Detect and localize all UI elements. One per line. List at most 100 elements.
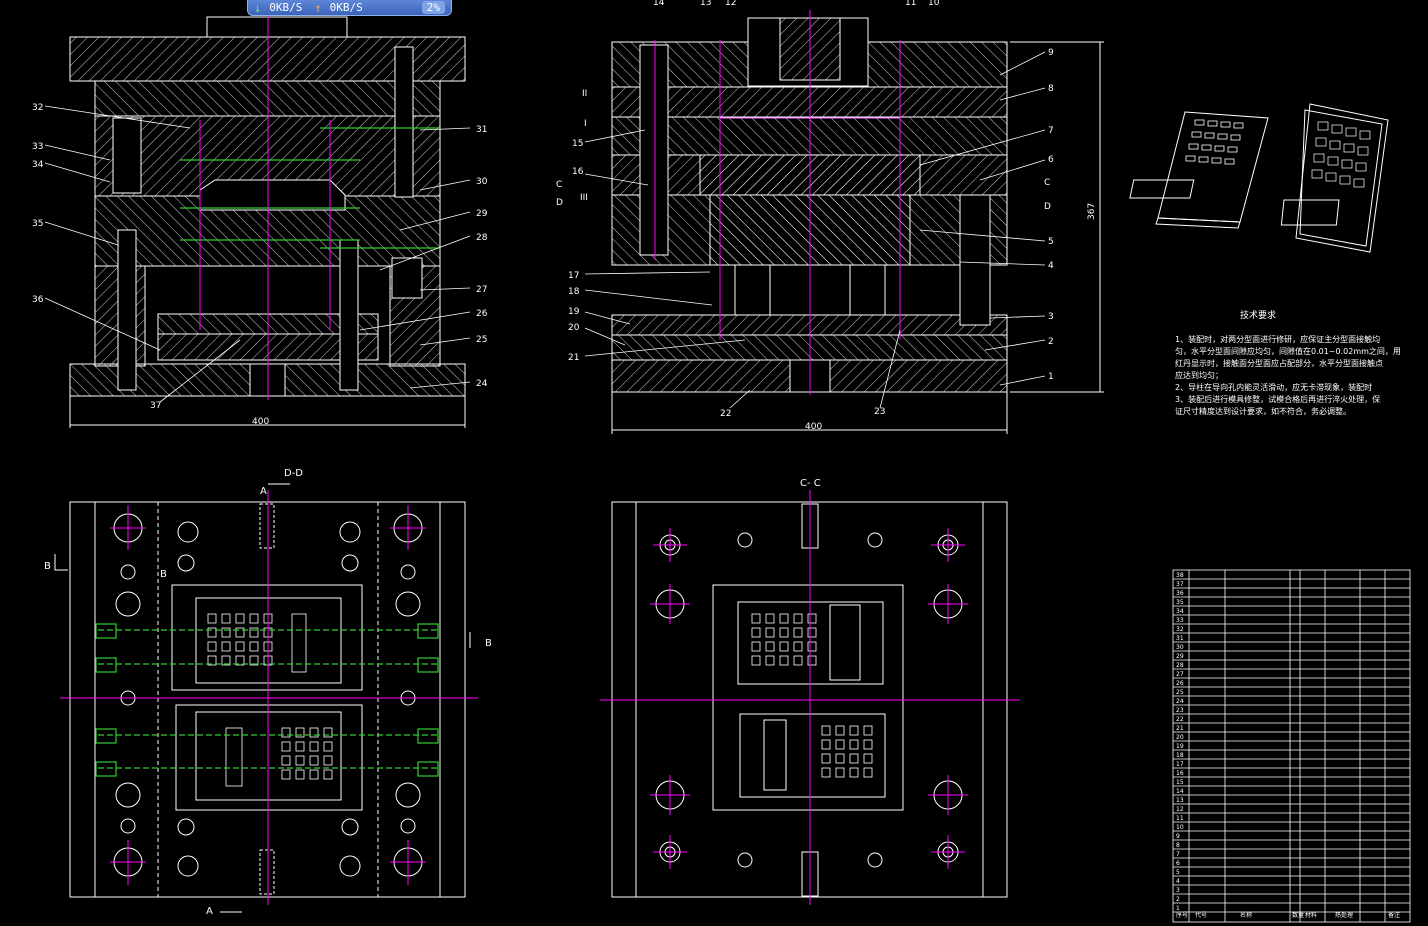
label-29: 29 (476, 209, 488, 219)
bom-row-number: 7 (1176, 851, 1180, 858)
bom-row-number: 35 (1176, 599, 1184, 606)
label-36: 36 (32, 295, 44, 305)
bom-row-number: 10 (1176, 824, 1184, 831)
tech-line-1: 1、装配时，对两分型面进行修研，应保证主分型面接触均 (1175, 334, 1380, 344)
bom-footer-cell: 热处理 (1335, 911, 1353, 919)
cpu-percent: 2% (421, 1, 445, 14)
marker-roman-3: III (580, 193, 588, 203)
bom-row-number: 5 (1176, 869, 1180, 876)
bom-row-number: 13 (1176, 797, 1184, 804)
bom-table: 3837363534333231302928272625242322212019… (1172, 569, 1411, 923)
cooling-lines-dd (95, 623, 439, 777)
section-label-dd: D-D (284, 468, 303, 479)
marker-b-inner: B (160, 569, 167, 580)
markers-dd: D-D A A B B B (44, 468, 492, 917)
bom-row-number: 32 (1176, 626, 1184, 633)
centerlines-cc (600, 490, 1020, 905)
bom-row-number: 19 (1176, 743, 1184, 750)
label-14: 14 (653, 0, 665, 8)
label-31: 31 (476, 125, 487, 135)
bom-row-number: 1 (1176, 905, 1180, 912)
tech-line-7: 证尺寸精度达到设计要求，如不符合，务必调整。 (1175, 406, 1351, 416)
marker-d-right: D (1044, 202, 1051, 212)
label-12: 12 (725, 0, 736, 8)
bom-row-number: 22 (1176, 716, 1184, 723)
network-speed-widget[interactable]: ↓ 0KB/S ↑ 0KB/S 2% (247, 0, 452, 16)
label-37: 37 (150, 401, 161, 411)
bom-row-number: 28 (1176, 662, 1184, 669)
marker-a-bottom: A (206, 906, 213, 917)
section-view-right (611, 17, 1104, 434)
bom-row-number: 12 (1176, 806, 1184, 813)
label-32: 32 (32, 103, 43, 113)
product-isometric-front (1129, 111, 1269, 229)
download-speed: 0KB/S (269, 1, 303, 14)
label-34: 34 (32, 160, 44, 170)
bom-row-number: 23 (1176, 707, 1184, 714)
bom-footer-cell: 序号 (1176, 911, 1188, 919)
label-7: 7 (1048, 126, 1054, 136)
section-label-cc: C- C (800, 478, 821, 489)
label-21: 21 (568, 353, 579, 363)
bom-row-number: 8 (1176, 842, 1180, 849)
tech-title: 技术要求 (1240, 309, 1276, 321)
bom-row-number: 34 (1176, 608, 1184, 615)
tech-requirements: 技术要求 1、装配时，对两分型面进行修研，应保证主分型面接触均 匀，水平分型面间… (1175, 309, 1401, 416)
marker-d-left: D (556, 198, 563, 208)
bom-row-number: 21 (1176, 725, 1184, 732)
label-30: 30 (476, 177, 488, 187)
bom-row-number: 4 (1176, 878, 1180, 885)
bom-footer-cell: 代号 (1195, 911, 1207, 919)
label-1: 1 (1048, 372, 1054, 382)
label-11: 11 (905, 0, 916, 8)
marker-roman-1: I (584, 119, 587, 129)
label-15: 15 (572, 139, 583, 149)
bom-row-number: 2 (1176, 896, 1180, 903)
marker-b-left: B (44, 561, 51, 572)
label-27: 27 (476, 285, 487, 295)
tech-line-6: 3、装配后进行模具修整，试模合格后再进行淬火处理，保 (1175, 394, 1380, 404)
arrow-down-icon: ↓ (254, 0, 262, 15)
plan-view-dd (69, 501, 466, 898)
bom-row-number: 9 (1176, 833, 1180, 840)
centerlines-right (654, 10, 901, 395)
bom-row-number: 20 (1176, 734, 1184, 741)
bom-row-number: 15 (1176, 779, 1184, 786)
label-13: 13 (700, 0, 711, 8)
marker-a-top: A (260, 486, 267, 497)
bom-row-number: 17 (1176, 761, 1184, 768)
tech-line-3: 红丹显示时，接触面分型面应占配部分，水平分型面接触点 (1175, 358, 1383, 368)
label-22: 22 (720, 409, 731, 419)
dim-width-right: 400 (805, 422, 822, 432)
label-9: 9 (1048, 48, 1054, 58)
label-35: 35 (32, 219, 43, 229)
upload-indicator: ↑ 0KB/S (314, 1, 362, 15)
marker-c-left: C (556, 180, 562, 190)
bom-row-number: 27 (1176, 671, 1184, 678)
bom-row-number: 29 (1176, 653, 1184, 660)
bom-row-number: 33 (1176, 617, 1184, 624)
bom-footer-cell: 名称 (1240, 911, 1252, 919)
bom-row-number: 38 (1176, 572, 1184, 579)
marker-roman-2: II (582, 89, 587, 99)
centerlines-dd (60, 490, 478, 905)
section-arrows-dd (54, 483, 471, 913)
label-16: 16 (572, 167, 584, 177)
label-10: 10 (928, 0, 940, 8)
bom-row-number: 11 (1176, 815, 1184, 822)
leader-lines-right (584, 51, 1046, 409)
label-18: 18 (568, 287, 580, 297)
label-19: 19 (568, 307, 580, 317)
arrow-up-icon: ↑ (314, 0, 322, 15)
label-33: 33 (32, 142, 43, 152)
bom-row-number: 6 (1176, 860, 1180, 867)
bom-row-number: 16 (1176, 770, 1184, 777)
marker-b-right: B (485, 638, 492, 649)
markers-cc: C- C (800, 478, 821, 489)
bom-footer-cell: 备注 (1388, 911, 1400, 919)
bom-row-number: 18 (1176, 752, 1184, 759)
label-4: 4 (1048, 261, 1054, 271)
label-26: 26 (476, 309, 488, 319)
label-6: 6 (1048, 155, 1054, 165)
